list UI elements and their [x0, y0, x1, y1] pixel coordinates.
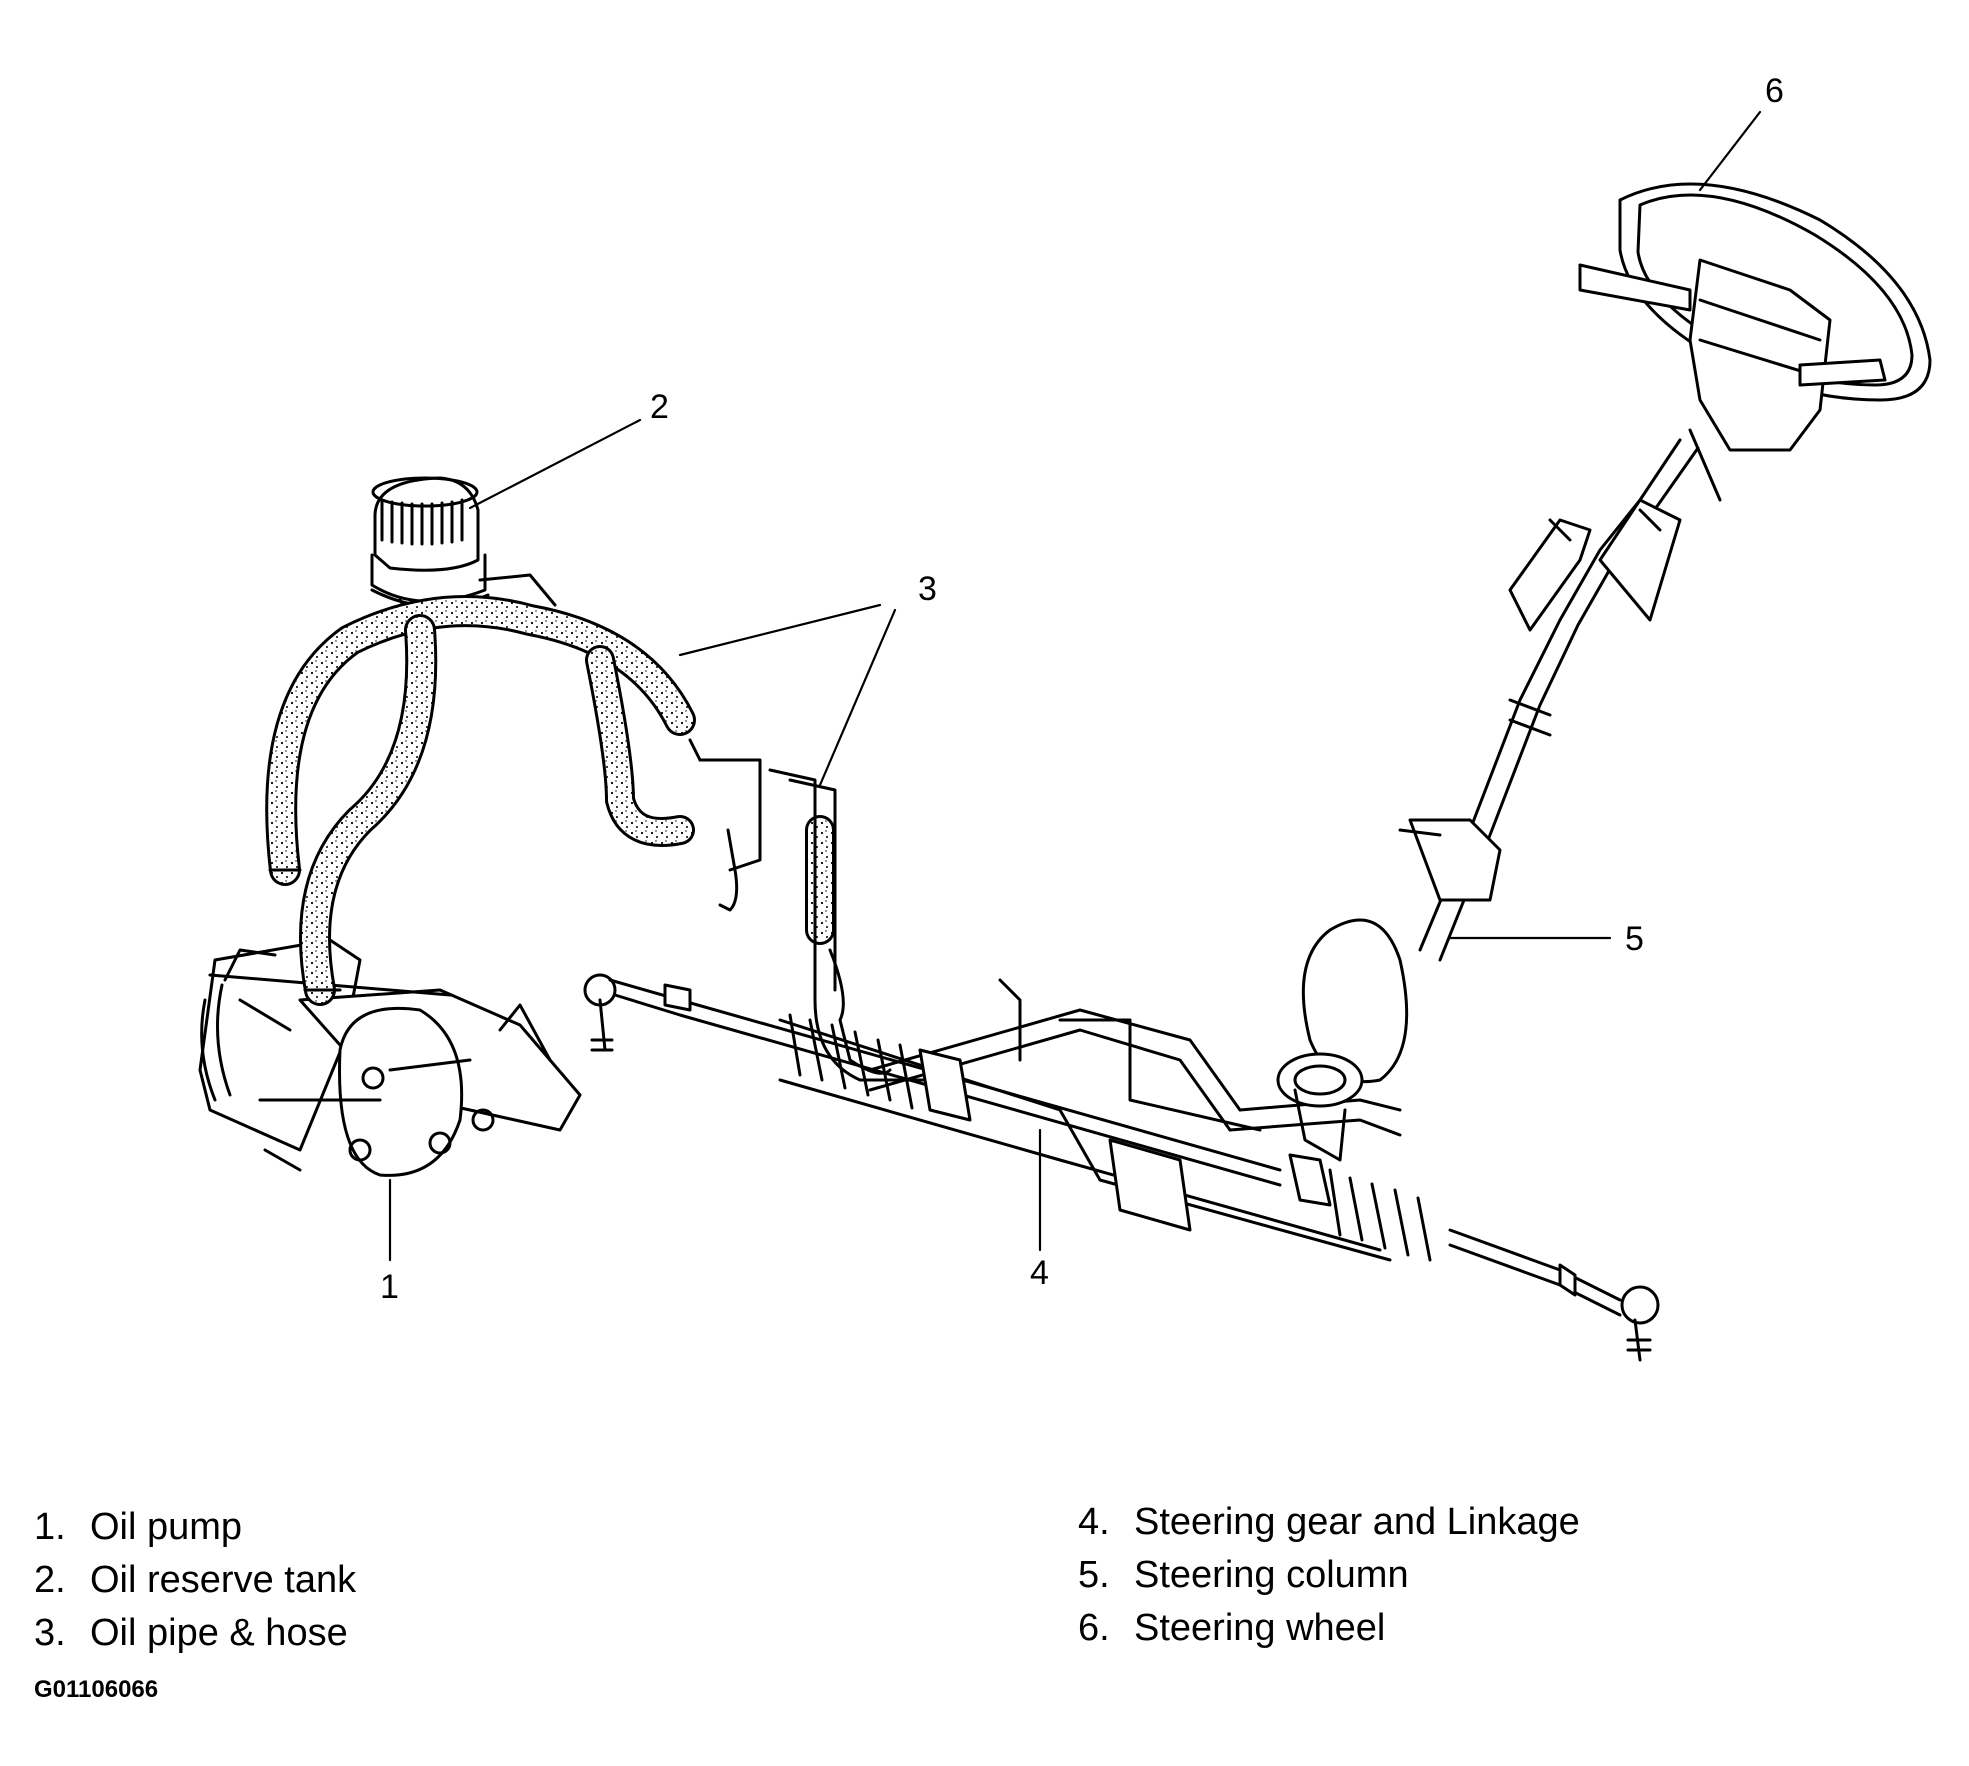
leader-lines [388, 110, 1762, 1262]
legend-label: Steering wheel [1134, 1607, 1386, 1649]
legend-number: 5. [1078, 1554, 1110, 1596]
legend-number: 2. [34, 1559, 66, 1601]
legend-number: 1. [34, 1506, 66, 1548]
figure-id: G01106066 [34, 1676, 159, 1703]
legend-label: Oil pipe & hose [90, 1612, 348, 1654]
legend-number: 3. [34, 1612, 66, 1654]
legend-number: 6. [1078, 1607, 1110, 1649]
steering-gear-drawing [583, 973, 1660, 1362]
legend-label: Steering gear and Linkage [1134, 1501, 1580, 1543]
legend-label: Oil reserve tank [90, 1559, 357, 1601]
steering-wheel-drawing [1578, 182, 1932, 502]
legend-number: 4. [1078, 1501, 1110, 1543]
callout-4: 4 [1030, 1254, 1049, 1292]
callout-6: 6 [1765, 72, 1784, 110]
legend-item-oil-reserve-tank: 2. Oil reserve tank [34, 1558, 356, 1602]
callout-1: 1 [380, 1268, 399, 1306]
oil-pump-drawing [198, 938, 582, 1177]
legend-item-steering-wheel: 6. Steering wheel [1078, 1606, 1385, 1650]
legend-item-oil-pipe-hose: 3. Oil pipe & hose [34, 1611, 348, 1655]
legend-item-steering-column: 5. Steering column [1078, 1553, 1409, 1597]
legend-item-steering-gear: 4. Steering gear and Linkage [1078, 1500, 1580, 1544]
legend-item-oil-pump: 1. Oil pump [34, 1505, 242, 1549]
legend-label: Oil pump [90, 1506, 243, 1548]
legend-label: Steering column [1134, 1554, 1409, 1596]
callout-5: 5 [1625, 920, 1644, 958]
steering-column-drawing [1276, 438, 1700, 1207]
oil-hose-drawing [265, 595, 1402, 1137]
callout-2: 2 [650, 388, 669, 426]
callout-3: 3 [918, 570, 937, 608]
